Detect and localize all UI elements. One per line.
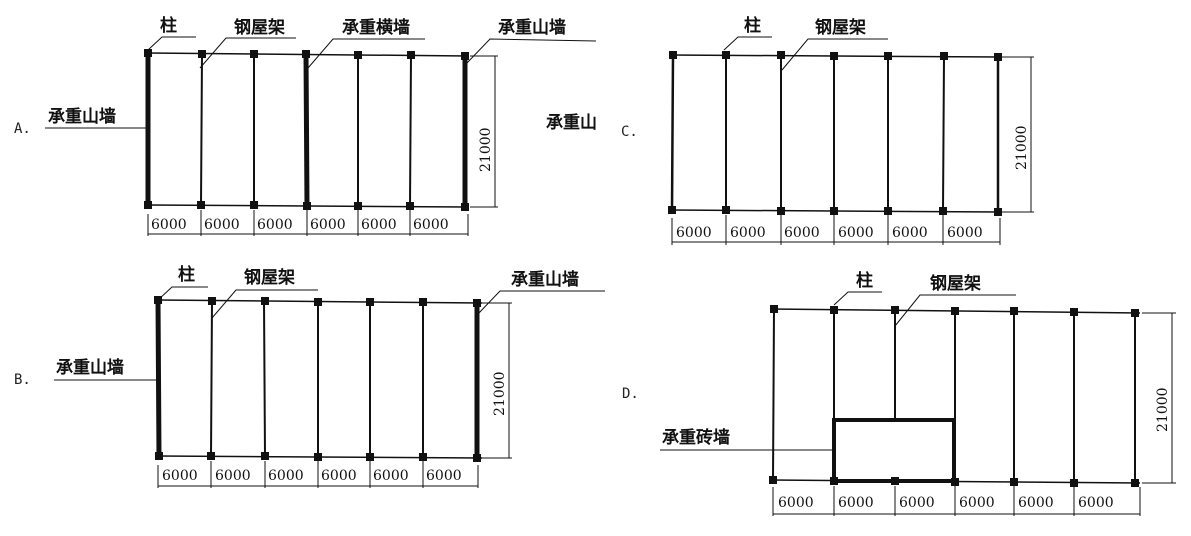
panel-b: B. 6000 6000 6000 6000 — [14, 264, 605, 488]
label-gable-right: 承重山墙 — [511, 269, 579, 290]
svg-text:6000: 6000 — [959, 495, 995, 511]
label-column: 柱 — [744, 15, 761, 36]
panel-d: D. 6000 6000 6000 6000 — [622, 270, 1176, 516]
svg-text:6000: 6000 — [321, 468, 357, 484]
svg-text:6000: 6000 — [162, 468, 198, 484]
svg-text:6000: 6000 — [426, 468, 462, 484]
svg-text:21000: 21000 — [1155, 387, 1171, 432]
label-truss: 钢屋架 — [930, 273, 981, 294]
svg-text:6000: 6000 — [899, 495, 935, 511]
svg-text:6000: 6000 — [1078, 495, 1114, 511]
svg-text:6000: 6000 — [204, 217, 240, 233]
label-column: 柱 — [160, 15, 177, 36]
svg-text:6000: 6000 — [676, 225, 712, 241]
label-column: 柱 — [856, 270, 873, 291]
svg-text:6000: 6000 — [413, 217, 449, 233]
label-cross-wall: 承重横墙 — [342, 17, 410, 38]
svg-text:6000: 6000 — [784, 225, 820, 241]
label-gable-left: 承重山墙 — [48, 106, 116, 127]
svg-text:6000: 6000 — [892, 225, 928, 241]
svg-text:6000: 6000 — [373, 468, 409, 484]
option-a-label[interactable]: A. — [14, 121, 31, 137]
svg-text:6000: 6000 — [778, 495, 814, 511]
svg-text:6000: 6000 — [215, 468, 251, 484]
svg-text:6000: 6000 — [1018, 495, 1054, 511]
svg-text:6000: 6000 — [268, 468, 304, 484]
label-brick-wall: 承重砖墙 — [662, 427, 730, 448]
label-truss: 钢屋架 — [234, 17, 285, 38]
svg-text:6000: 6000 — [947, 225, 983, 241]
panel-c: C. 6000 6000 6000 6000 — [546, 15, 1034, 245]
label-column: 柱 — [178, 264, 195, 285]
label-gable-right: 承重山墙 — [498, 17, 566, 38]
label-truss: 钢屋架 — [815, 17, 866, 38]
panel-a: A. 6000 6000 — [14, 15, 597, 236]
option-c-label[interactable]: C. — [621, 124, 638, 140]
svg-text:21000: 21000 — [478, 127, 494, 172]
option-d-label[interactable]: D. — [622, 386, 639, 402]
svg-text:21000: 21000 — [492, 371, 508, 416]
svg-text:6000: 6000 — [838, 495, 874, 511]
svg-text:6000: 6000 — [838, 225, 874, 241]
svg-text:6000: 6000 — [257, 217, 293, 233]
svg-text:6000: 6000 — [151, 217, 187, 233]
option-b-label[interactable]: B. — [14, 372, 31, 388]
cross-wall — [303, 53, 310, 207]
svg-text:21000: 21000 — [1014, 125, 1030, 170]
label-gable-left: 承重山 — [546, 112, 597, 133]
gable-wall-left — [155, 299, 162, 457]
label-gable-left: 承重山墙 — [56, 357, 124, 378]
svg-text:6000: 6000 — [310, 217, 346, 233]
label-truss: 钢屋架 — [244, 267, 295, 288]
svg-text:6000: 6000 — [730, 225, 766, 241]
svg-text:6000: 6000 — [361, 217, 397, 233]
brick-wall-box — [832, 418, 956, 483]
